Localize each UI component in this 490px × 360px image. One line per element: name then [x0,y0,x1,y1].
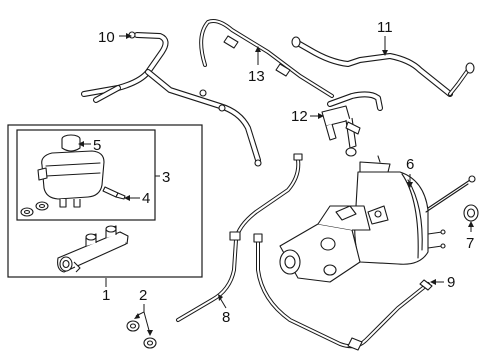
callout-4: 4 [142,190,150,207]
callout-3: 3 [162,169,170,186]
reservoir-grommets [20,201,49,217]
vacuum-hose-11 [291,36,475,97]
vacuum-hose-13 [199,19,334,98]
vacuum-valve-assembly [321,91,383,157]
fluid-level-sensor [102,186,126,200]
grommet-pair [126,320,157,349]
brake-fluid-reservoir [37,150,105,208]
vacuum-hose-9 [253,233,433,351]
vacuum-hose-upper-left [81,31,262,167]
hydraulic-unit [279,205,389,283]
master-cylinder-group-box [7,124,203,278]
callout-12: 12 [291,108,308,125]
check-valve [463,204,479,222]
callout-7: 7 [466,235,474,252]
callout-5: 5 [93,137,101,154]
master-cylinder [57,225,129,273]
callout-1: 1 [102,287,110,304]
callout-10: 10 [98,29,115,46]
reservoir-subgroup-box [16,129,156,221]
callout-8: 8 [222,309,230,326]
callout-2: 2 [139,287,147,304]
callout-11: 11 [377,19,393,36]
callout-9: 9 [447,274,455,291]
vacuum-hose-8 [176,153,303,322]
callout-13: 13 [248,68,265,85]
callout-6: 6 [406,156,414,173]
reservoir-cap [61,134,81,152]
